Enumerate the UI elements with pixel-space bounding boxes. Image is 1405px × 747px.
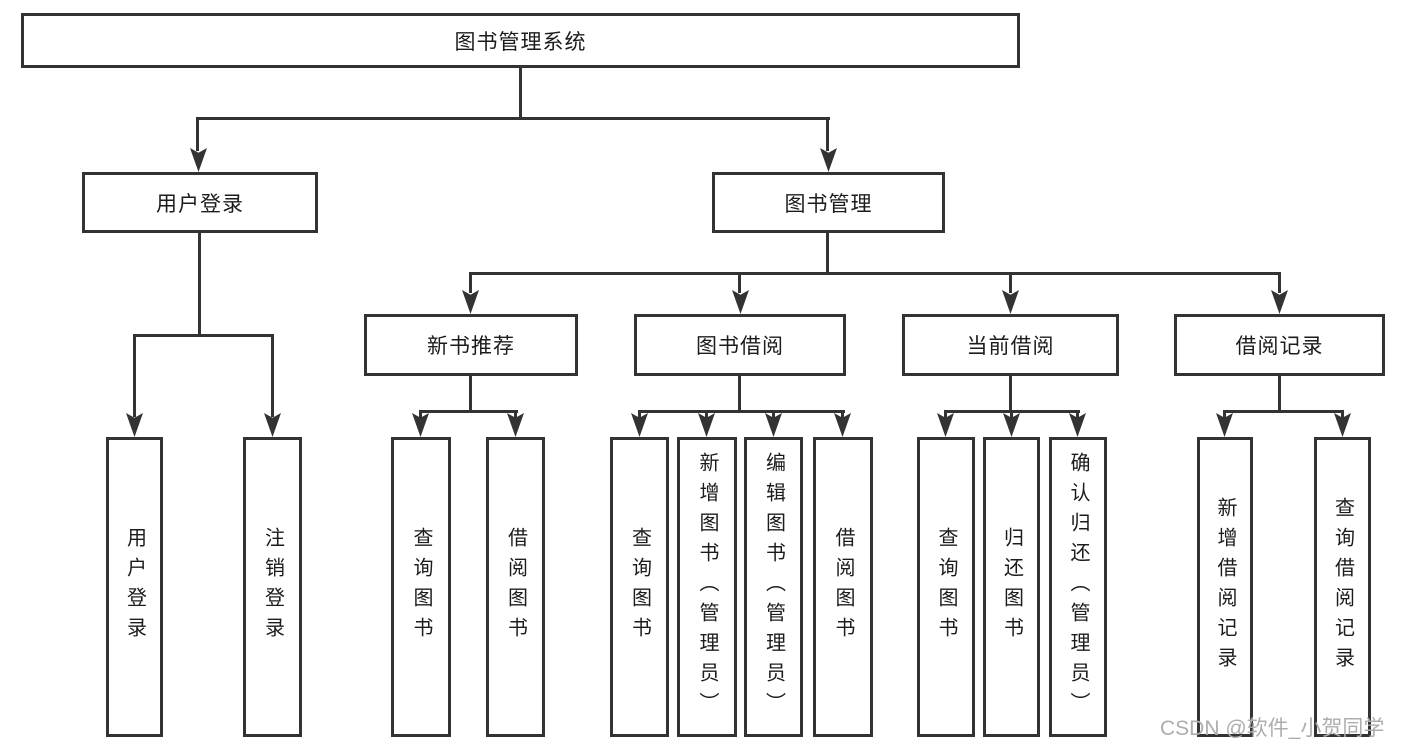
leaf-user-login: 用户登录 xyxy=(106,437,163,737)
leaf-label: 借阅图书 xyxy=(832,527,854,647)
connector-level1-hline xyxy=(196,117,830,120)
leaf-add-borrow-record: 新增借阅记录 xyxy=(1197,437,1253,737)
connector-stem-leaf xyxy=(1341,410,1344,420)
node-label: 图书管理系统 xyxy=(454,30,587,54)
node-label: 图书管理 xyxy=(784,192,873,216)
connector-user-login-hline xyxy=(133,334,274,337)
watermark-text: CSDN @软件_小贺同学 xyxy=(1160,717,1385,740)
connector-stem-leaf xyxy=(638,410,641,420)
leaf-edit-books-admin: 编辑图书（管理员） xyxy=(744,437,803,737)
leaf-return-books: 归还图书 xyxy=(983,437,1040,737)
connector-new-book-hline xyxy=(419,410,518,413)
connector-stem-current-borrowing xyxy=(1009,272,1012,293)
leaf-borrow-books-borrowing: 借阅图书 xyxy=(813,437,873,737)
connector-stem-book-management xyxy=(826,117,829,151)
leaf-label: 查询借阅记录 xyxy=(1331,497,1354,677)
connector-borrowing-records-trunk xyxy=(1278,376,1281,413)
connector-current-borrowing-trunk xyxy=(1009,376,1012,413)
leaf-label: 新增借阅记录 xyxy=(1214,497,1236,677)
leaf-confirm-return-admin: 确认归还（管理员） xyxy=(1049,437,1107,737)
connector-user-login-trunk xyxy=(198,233,201,337)
leaf-query-borrow-record: 查询借阅记录 xyxy=(1314,437,1371,737)
connector-stem-leaf xyxy=(419,410,422,420)
node-label: 借阅记录 xyxy=(1235,335,1324,358)
leaf-label: 归还图书 xyxy=(1000,527,1023,647)
node-label: 新书推荐 xyxy=(427,335,515,358)
arrow-to-borrowing-records xyxy=(1271,290,1288,314)
connector-stem-user-login xyxy=(196,117,199,151)
node-label: 当前借阅 xyxy=(966,335,1055,358)
connector-stem-leaf xyxy=(705,410,708,420)
node-book-management: 图书管理 xyxy=(712,172,945,233)
connector-stem-leaf xyxy=(1010,410,1013,420)
arrow-to-new-book xyxy=(462,290,479,314)
connector-borrowing-records-hline xyxy=(1223,410,1344,413)
connector-book-borrowing-hline xyxy=(638,410,845,413)
connector-stem-leaf-logout xyxy=(271,334,274,417)
leaf-label: 查询图书 xyxy=(628,527,651,647)
connector-stem-leaf xyxy=(1223,410,1226,420)
node-new-book-recommendation: 新书推荐 xyxy=(364,314,578,376)
node-library-management-system: 图书管理系统 xyxy=(21,13,1020,68)
connector-stem-borrowing-records xyxy=(1278,272,1281,293)
leaf-query-books-borrowing: 查询图书 xyxy=(610,437,669,737)
arrow-to-book-management xyxy=(820,148,837,172)
connector-stem-leaf xyxy=(944,410,947,420)
connector-stem-leaf xyxy=(841,410,844,420)
leaf-query-books-recommend: 查询图书 xyxy=(391,437,451,737)
connector-stem-leaf xyxy=(1076,410,1079,420)
node-user-login: 用户登录 xyxy=(82,172,318,233)
node-book-borrowing: 图书借阅 xyxy=(634,314,846,376)
leaf-label: 确认归还（管理员） xyxy=(1067,452,1089,722)
leaf-label: 查询图书 xyxy=(935,527,957,647)
connector-stem-leaf xyxy=(772,410,775,420)
leaf-logout: 注销登录 xyxy=(243,437,302,737)
arrow-to-user-login xyxy=(190,148,207,172)
connector-stem-leaf xyxy=(514,410,517,420)
leaf-label: 借阅图书 xyxy=(504,527,527,647)
connector-level3-hline xyxy=(469,272,1281,275)
leaf-label: 注销登录 xyxy=(261,527,284,647)
connector-stem-new-book xyxy=(469,272,472,293)
connector-stem-leaf-user-login xyxy=(133,334,136,417)
leaf-query-books-current: 查询图书 xyxy=(917,437,975,737)
node-label: 用户登录 xyxy=(156,192,244,216)
connector-new-book-trunk xyxy=(469,376,472,413)
arrow-to-current-borrowing xyxy=(1002,290,1019,314)
leaf-label: 用户登录 xyxy=(123,527,146,647)
connector-root-trunk xyxy=(519,68,522,120)
leaf-borrow-books-recommend: 借阅图书 xyxy=(486,437,545,737)
connector-stem-book-borrowing xyxy=(738,272,741,293)
connector-book-management-trunk xyxy=(826,233,829,275)
node-label: 图书借阅 xyxy=(696,335,784,358)
leaf-label: 新增图书（管理员） xyxy=(696,452,718,722)
node-borrowing-records: 借阅记录 xyxy=(1174,314,1385,376)
leaf-add-books-admin: 新增图书（管理员） xyxy=(677,437,737,737)
leaf-label: 查询图书 xyxy=(410,527,432,647)
leaf-label: 编辑图书（管理员） xyxy=(762,452,785,722)
node-current-borrowing: 当前借阅 xyxy=(902,314,1119,376)
connector-book-borrowing-trunk xyxy=(738,376,741,413)
arrow-to-book-borrowing xyxy=(732,290,749,314)
